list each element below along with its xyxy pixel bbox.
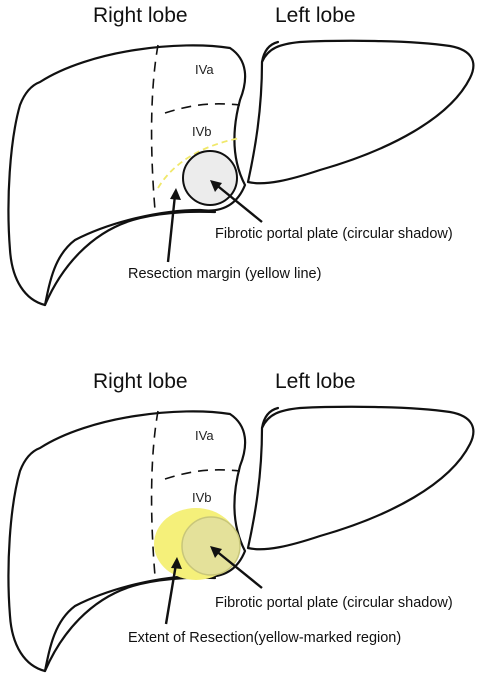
falciform-notch — [260, 406, 280, 430]
arrowhead-resection-region — [171, 557, 182, 569]
segment-ivb-label: IVb — [192, 124, 212, 139]
arrow-to-resection-region — [164, 563, 178, 625]
segment-iva-label: IVa — [195, 62, 214, 77]
segment-boundary-vertical — [150, 410, 159, 577]
resection-margin-line — [157, 137, 241, 189]
left-lobe-label: Left lobe — [275, 370, 356, 393]
arrow-to-portal-plate — [213, 182, 263, 223]
arrowhead-portal-plate — [210, 546, 222, 558]
resection-margin-annotation: Resection margin (yellow line) — [128, 266, 321, 282]
arrow-to-portal-plate — [214, 549, 263, 589]
liver-inferior-outline — [43, 576, 217, 673]
segment-boundary-horizontal — [164, 469, 241, 480]
right-lobe-label: Right lobe — [93, 370, 188, 393]
left-lobe-label: Left lobe — [275, 4, 356, 27]
arrowhead-portal-plate — [210, 180, 222, 192]
liver-inferior-outline — [43, 210, 217, 307]
portal-plate-shadow — [181, 516, 241, 576]
liver-left-lobe-outline — [246, 405, 475, 551]
resection-extent-annotation: Extent of Resection(yellow-marked region… — [128, 630, 401, 646]
segment-boundary-vertical — [150, 44, 159, 211]
segment-boundary-horizontal — [164, 103, 241, 114]
right-lobe-label: Right lobe — [93, 4, 188, 27]
panel-bottom: Right lobe Left lobe IVa IVb Fibrotic po… — [7, 370, 475, 673]
portal-plate-annotation: Fibrotic portal plate (circular shadow) — [215, 595, 453, 611]
arrowhead-margin — [170, 188, 181, 200]
panel-top: Right lobe Left lobe IVa IVb Fibrotic po… — [7, 4, 475, 307]
portal-plate-annotation: Fibrotic portal plate (circular shadow) — [215, 226, 453, 242]
segment-ivb-label: IVb — [192, 490, 212, 505]
segment-iva-label: IVa — [195, 428, 214, 443]
arrow-to-margin — [166, 194, 177, 263]
portal-plate-shadow — [182, 150, 238, 206]
falciform-notch — [260, 40, 280, 64]
liver-left-lobe-outline — [246, 39, 475, 185]
